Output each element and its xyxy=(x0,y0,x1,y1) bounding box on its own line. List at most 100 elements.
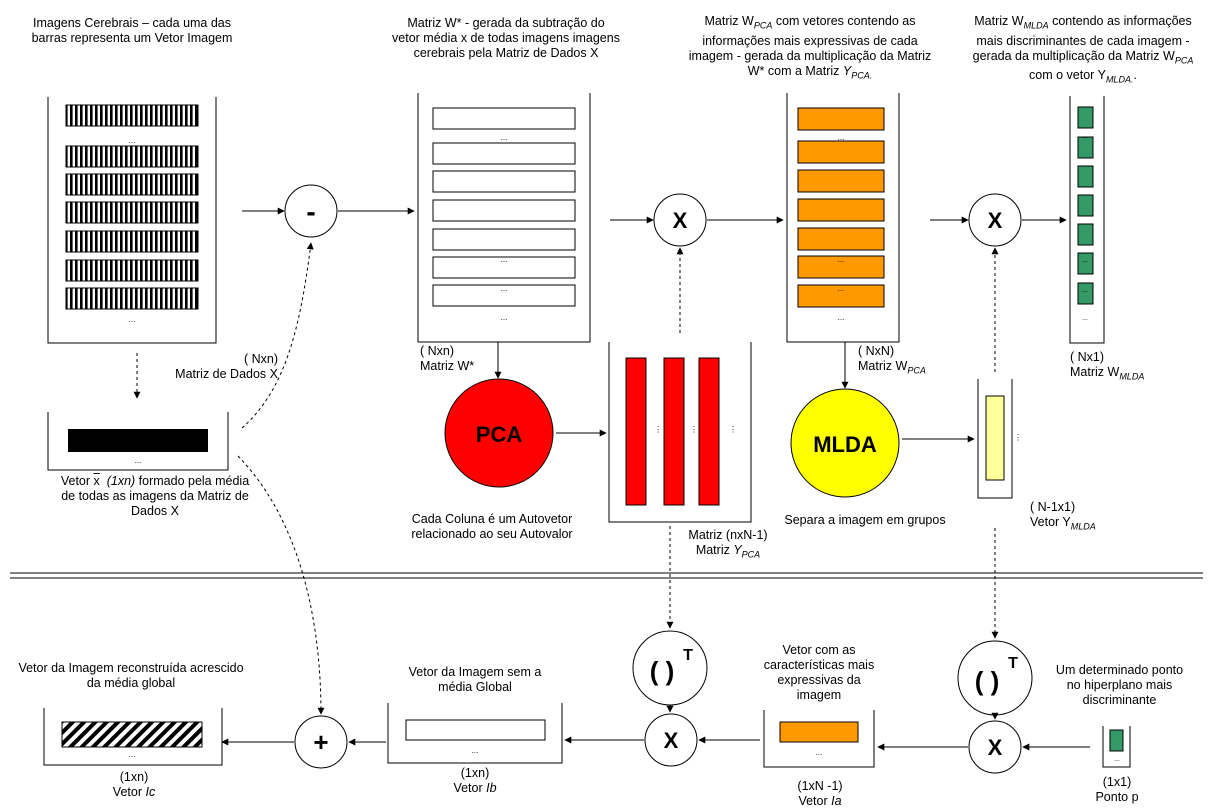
w-star-row xyxy=(432,228,576,251)
eigenvector-column xyxy=(625,357,647,506)
w-mlda-caption: Matriz WMLDA contendo as informações mai… xyxy=(972,14,1194,85)
vector-y-mlda: ⋮ xyxy=(977,379,1022,499)
vector-ia-caption: Vetor com as características mais expres… xyxy=(763,643,875,702)
svg-text:X: X xyxy=(988,208,1003,233)
image-vector-bar xyxy=(65,287,199,310)
ellipsis: ... xyxy=(129,136,136,145)
svg-text:X: X xyxy=(664,728,679,753)
image-vector-bar xyxy=(65,145,199,168)
w-pca-row xyxy=(797,140,885,164)
w-star-label: ( Nxn)Matriz W* xyxy=(420,344,475,373)
w-pca-row xyxy=(797,169,885,193)
svg-text:...: ... xyxy=(501,313,508,322)
point-p: ... xyxy=(1102,726,1131,768)
image-vector-bar xyxy=(65,173,199,196)
svg-text:...: ... xyxy=(838,133,845,142)
w-star-row xyxy=(432,199,576,222)
w-star-row xyxy=(432,142,576,165)
image-vector-bar xyxy=(65,201,199,224)
operator-times-3: X xyxy=(644,713,698,767)
w-pca-row xyxy=(797,284,885,308)
svg-text:-: - xyxy=(306,196,315,227)
svg-text:+: + xyxy=(313,727,328,757)
svg-text:...: ... xyxy=(501,133,508,142)
matrix-y-pca: ⋮ ⋮ ⋮ xyxy=(608,342,752,523)
svg-text:T: T xyxy=(1008,655,1018,672)
svg-text:⋮: ⋮ xyxy=(654,425,662,434)
svg-text:X: X xyxy=(988,735,1003,760)
matrix-w-mlda: ............ xyxy=(1069,96,1105,344)
data-matrix-label: ( Nxn)Matriz de Dados X xyxy=(175,352,278,381)
w-pca-row xyxy=(797,198,885,222)
svg-text:...: ... xyxy=(838,284,845,293)
mlda-circle xyxy=(790,388,900,498)
w-mlda-row xyxy=(1077,282,1094,305)
svg-text:...: ... xyxy=(816,748,823,757)
operator-times-2: X xyxy=(968,193,1022,247)
w-mlda-row xyxy=(1077,106,1094,129)
eigenvector-column xyxy=(698,357,720,506)
svg-text:...: ... xyxy=(838,255,845,264)
image-vector-bar xyxy=(65,230,199,253)
svg-text:...: ... xyxy=(1082,257,1088,264)
vector-ic: ... xyxy=(43,708,223,766)
svg-text:...: ... xyxy=(135,456,142,465)
y-pca-label: Matriz (nxN-1)Matriz YPCA xyxy=(688,528,768,560)
mean-vector-bar xyxy=(68,429,208,452)
mlda-caption: Separa a imagem em grupos xyxy=(784,513,946,527)
w-star-row xyxy=(432,256,576,279)
w-mlda-label: ( Nx1)Matriz WMLDA xyxy=(1070,350,1145,382)
w-star-caption: Matriz W* - gerada da subtração do vetor… xyxy=(392,16,620,60)
point-p-label: (1x1)Ponto p xyxy=(1095,775,1139,804)
brain-images-caption: Imagens Cerebrais – cada uma das barras … xyxy=(31,16,233,45)
svg-text:...: ... xyxy=(1114,756,1120,763)
svg-text:X: X xyxy=(673,208,688,233)
vector-ib-caption: Vetor da Imagem sem a média Global xyxy=(408,665,542,694)
svg-text:...: ... xyxy=(129,750,136,759)
operator-transpose-2: ( ) T xyxy=(957,640,1033,716)
vector-ic-label: (1xn)Vetor Ic xyxy=(112,770,156,799)
image-vector-bar xyxy=(65,259,199,282)
svg-text:⋮: ⋮ xyxy=(729,425,737,434)
pca-circle xyxy=(444,378,554,488)
svg-text:( ): ( ) xyxy=(975,666,1000,696)
eigenvector-column xyxy=(663,357,685,506)
w-pca-row xyxy=(797,227,885,251)
pca-label: PCA xyxy=(476,422,523,447)
operator-times-4: X xyxy=(968,720,1022,774)
w-pca-caption: Matriz WPCA com vetores contendo as info… xyxy=(688,14,932,80)
vector-ic-caption: Vetor da Imagem reconstruída acrescido d… xyxy=(18,661,244,690)
svg-text:( ): ( ) xyxy=(650,656,675,686)
mlda-label: MLDA xyxy=(813,432,877,457)
w-star-row xyxy=(432,284,576,307)
svg-text:⋮: ⋮ xyxy=(1014,433,1022,442)
y-mlda-label: ( N-1x1)Vetor YMLDA xyxy=(1030,500,1096,532)
svg-text:T: T xyxy=(683,647,693,664)
vector-ib: ... xyxy=(387,703,563,764)
w-mlda-row xyxy=(1077,252,1094,275)
point-p-caption: Um determinado ponto no hiperplano mais … xyxy=(1055,663,1184,707)
pca-caption: Cada Coluna é um Autovetor relacionado a… xyxy=(411,512,573,541)
operator-plus: + xyxy=(294,715,348,769)
operator-times-1: X xyxy=(653,193,707,247)
svg-text:...: ... xyxy=(501,255,508,264)
vector-ia-label: (1xN -1)Vetor Ia xyxy=(797,779,843,808)
w-star-row xyxy=(432,170,576,193)
operator-minus: - xyxy=(284,184,338,238)
svg-text:...: ... xyxy=(1082,287,1088,294)
image-vector-bar xyxy=(65,104,199,127)
svg-text:⋮: ⋮ xyxy=(690,425,698,434)
flow-arrows xyxy=(221,207,1090,751)
matrix-w-star: ............ xyxy=(417,93,591,343)
svg-text:...: ... xyxy=(472,746,479,755)
ellipsis: ... xyxy=(129,315,136,324)
w-pca-row xyxy=(797,107,885,131)
operator-transpose-1: ( ) T xyxy=(632,630,708,706)
svg-text:...: ... xyxy=(501,284,508,293)
data-matrix-x: ... ... xyxy=(47,97,217,344)
w-mlda-row xyxy=(1077,165,1094,188)
svg-text:...: ... xyxy=(1082,133,1088,140)
svg-text:...: ... xyxy=(1082,315,1088,322)
mean-vector-box: ... xyxy=(47,412,229,471)
